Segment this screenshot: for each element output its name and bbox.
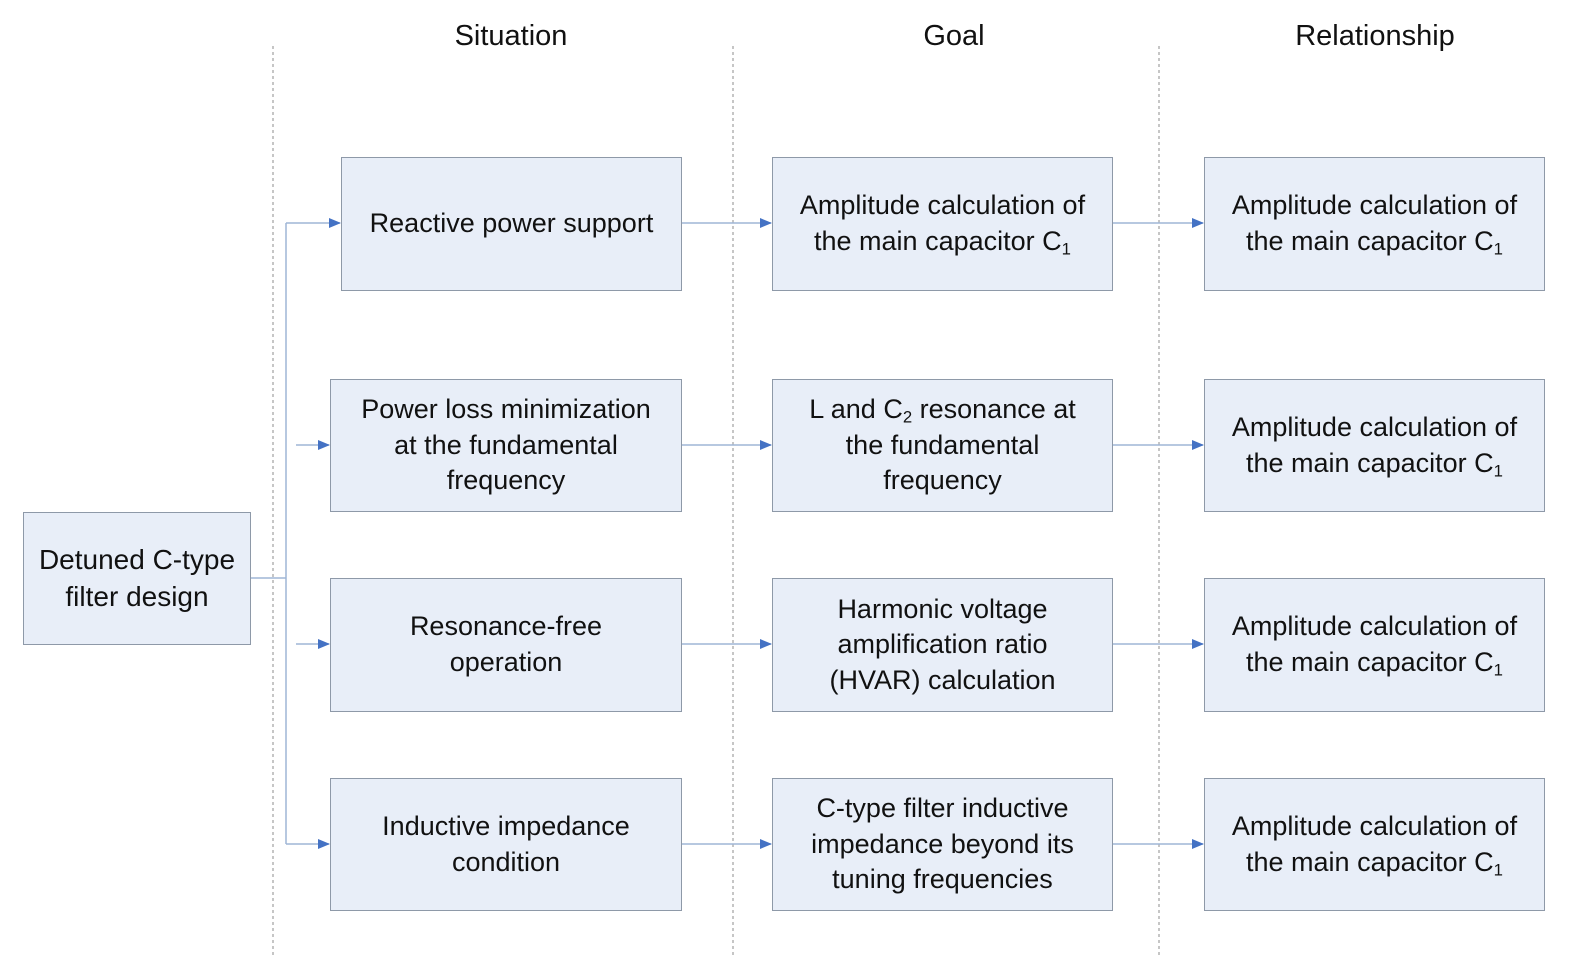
- subscript: 1: [1493, 660, 1503, 680]
- box-line: Amplitude calculation of: [1231, 810, 1518, 841]
- box-line: tuning frequencies: [832, 864, 1053, 895]
- situation-box: Power loss minimization at the fundament…: [330, 379, 682, 512]
- box-text: the main capacitor C: [814, 226, 1062, 256]
- box-line: at the fundamental: [394, 429, 618, 460]
- box-line: L and C2 resonance at: [809, 392, 1076, 428]
- relationship-box: Amplitude calculation of the main capaci…: [1204, 778, 1545, 911]
- subscript: 1: [1061, 239, 1071, 259]
- box-line: the main capacitor C1: [800, 224, 1085, 260]
- box-text: the main capacitor C: [1246, 226, 1494, 256]
- box-line: Resonance-free: [409, 611, 603, 642]
- relationship-box: Amplitude calculation of the main capaci…: [1204, 379, 1545, 512]
- box-text: resonance at: [912, 394, 1076, 425]
- header-goal: Goal: [923, 20, 985, 52]
- root-line: Detuned C-type: [38, 543, 236, 575]
- relationship-box: Amplitude calculation of the main capaci…: [1204, 578, 1545, 712]
- situation-box: Inductive impedance condition: [330, 778, 682, 911]
- box-line: Amplitude calculation of: [1231, 411, 1518, 442]
- root-line: filter design: [65, 580, 209, 612]
- subscript: 1: [1493, 461, 1503, 481]
- box-line: the main capacitor C1: [1232, 645, 1517, 681]
- box-line: Amplitude calculation of: [799, 190, 1086, 221]
- box-line: the fundamental: [845, 429, 1040, 460]
- box-text: the main capacitor C: [1246, 647, 1494, 677]
- box-line: C-type filter inductive: [816, 793, 1069, 824]
- box-line: frequency: [883, 465, 1002, 496]
- box-text: L and C: [809, 394, 903, 425]
- goal-box: C-type filter inductive impedance beyond…: [772, 778, 1113, 911]
- box-line: Harmonic voltage: [837, 593, 1048, 624]
- box-text: the main capacitor C: [1246, 846, 1494, 877]
- header-situation: Situation: [454, 20, 568, 52]
- box-line: the main capacitor C1: [1232, 224, 1517, 260]
- goal-box: L and C2 resonance at the fundamental fr…: [772, 379, 1113, 512]
- box-line: amplification ratio: [837, 629, 1048, 660]
- relationship-box: Amplitude calculation of the main capaci…: [1204, 157, 1545, 291]
- subscript: 2: [902, 407, 913, 427]
- goal-box: Amplitude calculation of the main capaci…: [772, 157, 1113, 291]
- subscript: 1: [1493, 239, 1503, 259]
- subscript: 1: [1493, 860, 1503, 880]
- header-relationship: Relationship: [1295, 20, 1455, 52]
- box-text: the main capacitor C: [1246, 447, 1494, 478]
- box-line: Amplitude calculation of: [1231, 611, 1518, 642]
- box-line: (HVAR) calculation: [829, 664, 1056, 695]
- box-line: condition: [451, 846, 561, 877]
- situation-box: Resonance-free operation: [330, 578, 682, 712]
- box-line: Amplitude calculation of: [1231, 190, 1518, 221]
- situation-box: Reactive power support: [341, 157, 682, 291]
- box-line: Power loss minimization: [361, 394, 651, 425]
- box-line: the main capacitor C1: [1232, 845, 1517, 881]
- box-line: operation: [449, 647, 563, 677]
- box-line: Reactive power support: [369, 208, 654, 239]
- box-line: frequency: [446, 465, 566, 496]
- box-line: impedance beyond its: [811, 828, 1074, 859]
- box-line: Inductive impedance: [382, 810, 630, 841]
- goal-box: Harmonic voltage amplification ratio (HV…: [772, 578, 1113, 712]
- box-line: the main capacitor C1: [1232, 446, 1517, 482]
- root-box: Detuned C-type filter design: [23, 512, 251, 645]
